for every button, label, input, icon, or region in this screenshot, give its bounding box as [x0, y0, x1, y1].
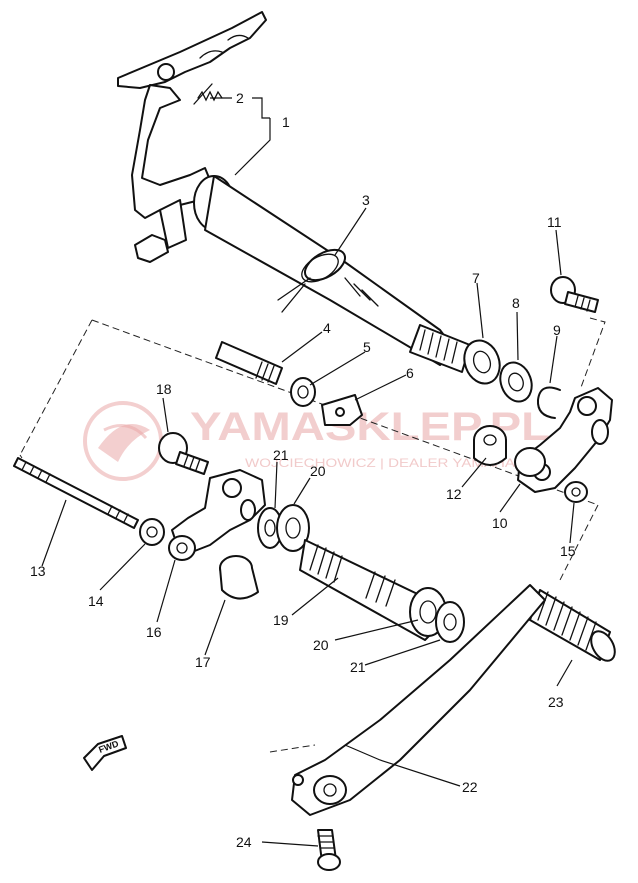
callout-11: 11	[547, 214, 562, 230]
callout-17: 17	[195, 654, 211, 670]
assembly-dash-line	[269, 744, 316, 753]
torsion-spring	[277, 248, 346, 313]
callout-13: 13	[30, 563, 46, 579]
leader-lines	[41, 97, 575, 847]
bolt	[550, 276, 599, 313]
callout-20-upper: 20	[310, 463, 326, 479]
oil-seal	[463, 339, 501, 385]
fwd-arrow-icon: FWD	[83, 735, 127, 771]
pawl-spring	[193, 83, 223, 105]
bolt	[317, 829, 341, 871]
washer	[435, 601, 465, 643]
callout-16: 16	[146, 624, 162, 640]
shift-shaft-assembly	[117, 11, 471, 373]
watermark-subtitle: WOJCIECHOWICZ | DEALER YAMAHA	[245, 456, 515, 470]
callout-19: 19	[273, 612, 289, 628]
stopper-bolt	[215, 341, 283, 385]
washer	[499, 361, 533, 403]
oil-seal	[276, 504, 310, 552]
shift-pedal	[291, 584, 546, 816]
callout-10: 10	[492, 515, 508, 531]
callout-15: 15	[560, 543, 576, 559]
callout-numbers: 1 2 3 4 5 6 7 8 9 10 11 12 13 14 15 16 1…	[30, 90, 576, 850]
callout-3: 3	[362, 192, 370, 208]
callout-4: 4	[323, 320, 331, 336]
callout-12: 12	[446, 486, 462, 502]
callout-21-lower: 21	[350, 659, 366, 675]
pedal-rubber	[529, 589, 616, 662]
bushing	[514, 447, 546, 477]
callout-24: 24	[236, 834, 252, 850]
circlip	[536, 386, 561, 419]
bolt	[158, 432, 209, 475]
callout-1: 1	[282, 114, 290, 130]
callout-14: 14	[88, 593, 104, 609]
callout-9: 9	[553, 322, 561, 338]
collar-plate	[321, 394, 363, 426]
nut	[290, 377, 316, 407]
callout-18: 18	[156, 381, 172, 397]
callout-23: 23	[548, 694, 564, 710]
callout-7: 7	[472, 270, 480, 286]
cap	[219, 555, 259, 600]
callout-5: 5	[363, 339, 371, 355]
callout-22: 22	[462, 779, 478, 795]
callout-20-lower: 20	[313, 637, 329, 653]
nut	[139, 518, 165, 546]
callout-21-upper: 21	[273, 447, 289, 463]
callout-6: 6	[406, 365, 414, 381]
nut	[564, 481, 588, 503]
assembly-dash-line	[579, 317, 606, 391]
callout-2: 2	[236, 90, 244, 106]
joint	[168, 469, 266, 561]
bushing	[473, 425, 507, 466]
callout-8: 8	[512, 295, 520, 311]
shift-rod	[13, 457, 139, 529]
